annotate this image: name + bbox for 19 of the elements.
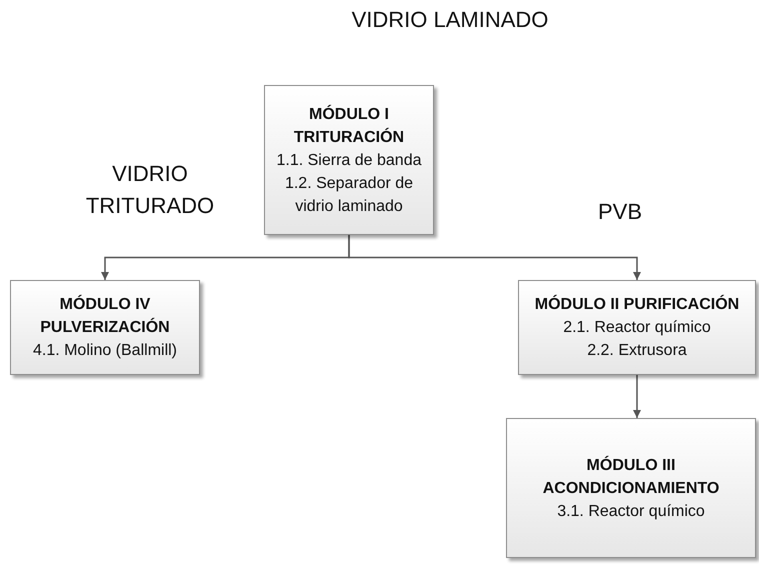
material-label: PVB [596, 198, 644, 226]
arrow [348, 235, 641, 280]
equipment-item: 2.2. Extrusora [587, 341, 687, 361]
module-title: MÓDULO II PURIFICACIÓN [534, 294, 740, 315]
module-box [264, 85, 434, 235]
equipment-item: 2.1. Reactor químico [563, 318, 711, 338]
module-title: MÓDULO IV PULVERIZACIÓN [39, 294, 171, 338]
module-box [518, 280, 756, 375]
equipment-item: 1.2. Separador de vidrio laminado [284, 174, 414, 216]
equipment-item: 4.1. Molino (Ballmill) [32, 341, 178, 361]
module-title: MÓDULO I TRITURACIÓN [292, 104, 406, 148]
material-label: VIDRIO LAMINADO [350, 6, 550, 34]
module-box [10, 280, 200, 375]
material-label: VIDRIO TRITURADO [84, 160, 216, 220]
equipment-item: 3.1. Reactor químico [557, 502, 705, 522]
module-box [506, 418, 756, 558]
equipment-item: 1.1. Sierra de banda [276, 150, 422, 170]
arrow [633, 375, 641, 418]
module-title: MÓDULO III ACONDICIONAMIENTO [542, 454, 720, 498]
